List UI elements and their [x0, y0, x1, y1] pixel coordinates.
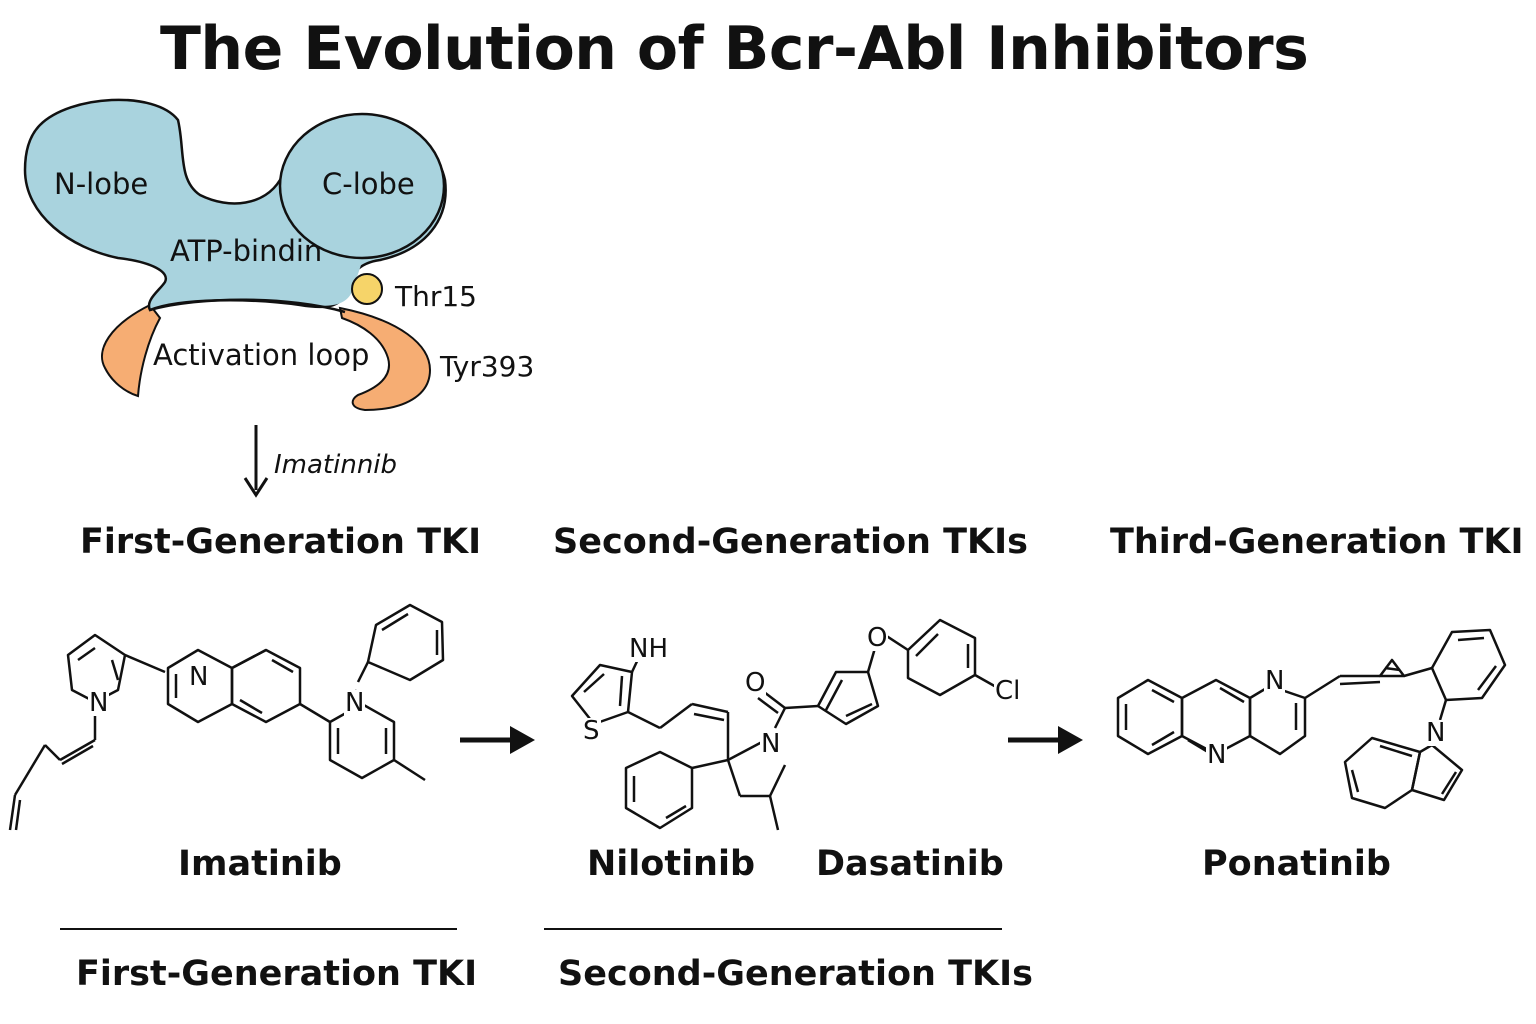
second-gen-pyrrolidine-n: N	[760, 729, 782, 759]
second-generation-heading: Second-Generation TKIs	[553, 522, 1028, 562]
activation-loop-right-shape	[338, 306, 432, 412]
thr15-residue-dot	[351, 273, 383, 305]
second-gen-structure	[570, 618, 999, 831]
page-title: The Evolution of Bcr-Abl Inhibitors	[160, 14, 1309, 84]
second-gen-carbonyl-o: O	[744, 668, 767, 698]
imatinib-arrow-label: Imatinnib	[274, 450, 398, 480]
atp-channel-cover	[300, 248, 362, 306]
thr15-label: Thr15	[395, 280, 477, 313]
imatinib-aniline-n: N	[344, 688, 366, 718]
imatinib-structure	[8, 603, 445, 831]
ponatinib-indole-n: N	[1425, 718, 1447, 748]
ponatinib-bottom-n: N	[1206, 740, 1228, 770]
ponatinib-top-n: N	[1264, 666, 1286, 696]
atp-binding-site-label: ATP-bindin	[170, 234, 323, 268]
imatinib-label: Imatinib	[178, 844, 342, 884]
nilotinib-label: Nilotinib	[587, 844, 756, 884]
ponatinib-label: Ponatinib	[1202, 844, 1391, 884]
c-lobe-outline	[278, 112, 446, 260]
loop-boundary-line	[149, 298, 346, 314]
progress-arrow-2	[1008, 726, 1083, 754]
second-gen-s: S	[582, 716, 601, 746]
n-lobe-label: N-lobe	[54, 167, 149, 201]
third-generation-heading: Third-Generation TKI	[1110, 522, 1524, 562]
c-lobe-label: C-lobe	[322, 167, 415, 201]
first-generation-footer: First-Generation TKI	[76, 954, 478, 994]
second-gen-nh: NH	[628, 634, 669, 664]
first-generation-divider	[60, 928, 457, 930]
first-generation-heading: First-Generation TKI	[80, 522, 482, 562]
second-gen-chlorine: Cl	[994, 676, 1022, 706]
imatinib-quinoline-n: N	[188, 662, 210, 692]
second-generation-divider	[544, 928, 1002, 930]
activation-loop-left-shape	[101, 303, 162, 398]
second-generation-footer: Second-Generation TKIs	[558, 954, 1033, 994]
tyr393-label: Tyr393	[440, 350, 535, 383]
kinase-structure	[23, 98, 447, 412]
imatinib-pyrrole-n: N	[88, 688, 110, 718]
second-gen-ether-o: O	[866, 623, 889, 653]
ponatinib-structure	[1116, 628, 1507, 810]
dasatinib-label: Dasatinib	[816, 844, 1004, 884]
progress-arrow-1	[460, 726, 535, 754]
imatinib-arrow	[243, 425, 269, 498]
activation-loop-label: Activation loop	[153, 338, 370, 372]
